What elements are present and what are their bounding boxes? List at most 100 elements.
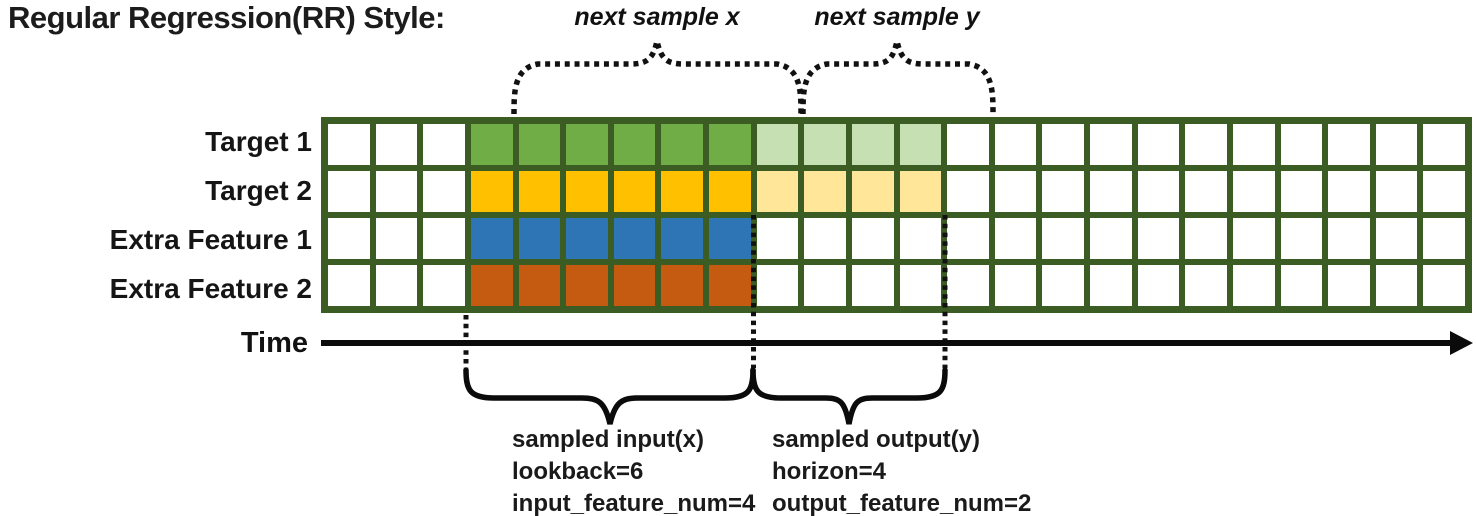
grid-cell [1328,124,1370,165]
grid-cell [328,171,370,212]
grid-cell [1137,171,1180,212]
grid-cell [661,265,703,306]
grid-cell [899,171,942,212]
grid-cell [1137,124,1180,165]
grid-cell [1280,124,1323,165]
grid-cell [851,124,894,165]
next-sample-x-brace [511,40,804,115]
grid-cell [1328,218,1370,259]
grid-cell [804,265,846,306]
grid-cell [375,124,418,165]
grid-cell [947,265,989,306]
grid-cell [1280,218,1323,259]
grid-cell [1423,218,1465,259]
grid-cell [518,265,561,306]
grid-cell [756,265,799,306]
grid-cell [1375,171,1418,212]
grid-cell [899,218,942,259]
grid-cell [709,265,751,306]
grid-cell [613,124,656,165]
grid-cell [613,265,656,306]
grid-cell [1090,171,1132,212]
grid-cell [1375,218,1418,259]
next-sample-x-label: next sample x [574,3,740,31]
horizon-value: horizon=4 [772,458,887,485]
next-sample-y-label: next sample y [814,3,980,31]
sampled-input-note: sampled input(x) lookback=6 input_featur… [512,424,755,516]
time-axis-arrowhead [1450,331,1473,355]
grid-cell [328,265,370,306]
grid-cell [1232,265,1275,306]
output-feature-num-value: output_feature_num=2 [772,490,1032,516]
grid-cell [518,171,561,212]
grid-cell [994,124,1037,165]
grid-cell [1423,171,1465,212]
grid-cell [328,124,370,165]
grid-cell [756,218,799,259]
grid-cell [1042,265,1084,306]
grid-cell [1423,124,1465,165]
grid-cell [1137,265,1180,306]
time-axis-label: Time [240,327,308,359]
grid-cell [375,218,418,259]
row-label-target-2: Target 2 [205,175,312,206]
grid-cell [851,171,894,212]
grid-cell [375,265,418,306]
grid-cell [566,218,608,259]
grid-cell [613,218,656,259]
grid-cell [423,218,465,259]
grid-cell [1042,171,1084,212]
grid-cell [709,218,751,259]
grid-cell [423,171,465,212]
grid-cell [375,171,418,212]
row-label-extra-feature-2: Extra Feature 2 [109,273,312,304]
grid-cell [1328,171,1370,212]
grid-cell [613,171,656,212]
input-feature-num-value: input_feature_num=4 [512,490,756,516]
grid-cell [566,171,608,212]
sampled-input-title: sampled input(x) [512,426,705,453]
grid-cell [709,171,751,212]
grid-cell [1280,171,1323,212]
grid-cell [518,218,561,259]
grid-cell [899,124,942,165]
grid-cell [328,218,370,259]
grid-cell [1185,218,1227,259]
row-label-target-1: Target 1 [205,126,312,157]
grid-cell [423,124,465,165]
grid-cell [1090,218,1132,259]
grid-cell [994,171,1037,212]
grid-cell [1328,265,1370,306]
sampled-output-note: sampled output(y) horizon=4 output_featu… [772,424,1031,516]
grid-cell [1185,265,1227,306]
grid-cell [1185,124,1227,165]
grid-cell [661,218,703,259]
grid-cell [1042,124,1084,165]
grid-cell [661,171,703,212]
grid-cell [756,124,799,165]
grid-cell [756,171,799,212]
sample-grid [321,117,1472,313]
grid-cell [947,171,989,212]
grid-cell [1090,124,1132,165]
grid-cell [1232,171,1275,212]
grid-cell [899,265,942,306]
grid-cell [851,265,894,306]
grid-cell [994,218,1037,259]
grid-cell [470,218,513,259]
grid-cell [423,265,465,306]
grid-cell [566,265,608,306]
sampled-output-title: sampled output(y) [772,426,980,453]
grid-cell [1090,265,1132,306]
grid-cell [1042,218,1084,259]
grid-cell [1423,265,1465,306]
grid-cell [804,124,846,165]
lookback-value: lookback=6 [512,458,644,485]
grid-cell [804,218,846,259]
grid-cell [947,218,989,259]
grid-cell [1375,265,1418,306]
grid-cell [1280,265,1323,306]
next-sample-y-brace [800,40,996,115]
grid-cell [947,124,989,165]
grid-cell [1185,171,1227,212]
